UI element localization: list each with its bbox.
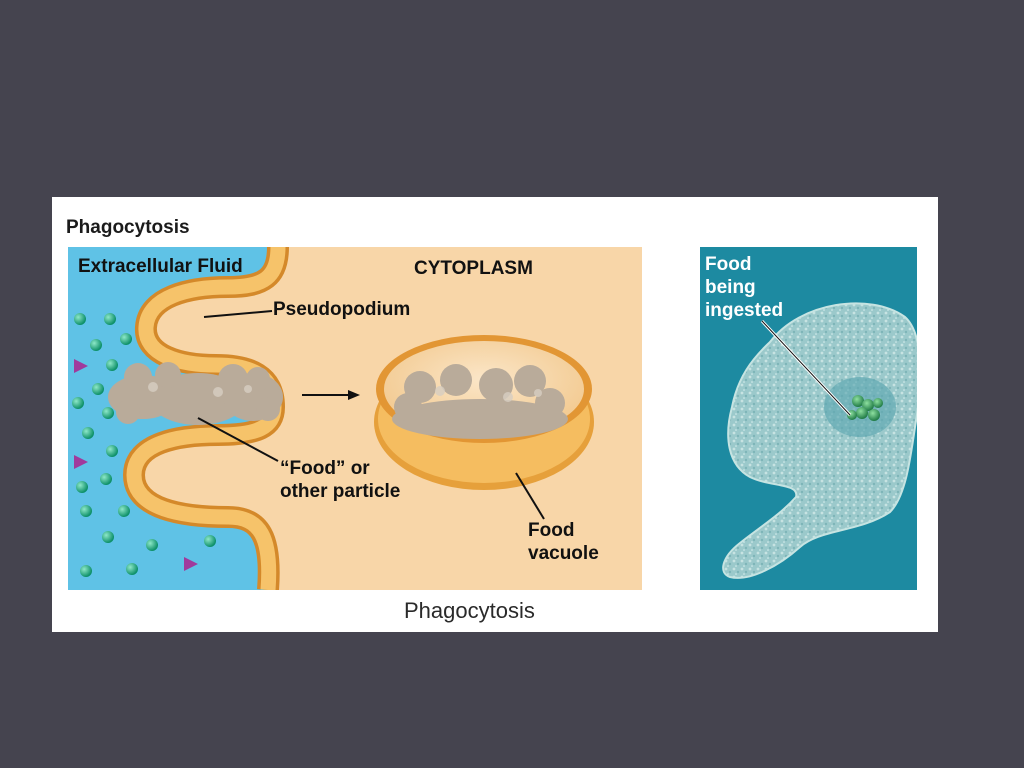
leader-lines <box>197 310 545 520</box>
pseudopodium-label: Pseudopodium <box>273 299 411 320</box>
food-vacuole-label-line2: vacuole <box>528 543 599 564</box>
figure-caption: Phagocytosis <box>404 598 535 623</box>
food-particle <box>108 362 283 425</box>
amoeba-cell <box>722 302 917 579</box>
photo-label-line3: ingested <box>705 300 784 321</box>
food-particle-label-line2: other particle <box>280 481 401 502</box>
purple-molecules <box>74 359 198 571</box>
figure-title: Phagocytosis <box>66 217 190 238</box>
photo-label-line1: Food <box>705 254 752 275</box>
photo-label-line2: being <box>705 277 756 298</box>
cytoplasm-label: CYTOPLASM <box>414 258 533 279</box>
green-molecules <box>72 313 216 577</box>
micrograph-drawing <box>700 247 917 590</box>
micrograph-photo: Food being ingested <box>700 247 917 590</box>
diagram-drawing <box>68 247 642 590</box>
process-arrow <box>302 390 360 400</box>
food-particle-label-line1: “Food” or <box>280 458 370 479</box>
ingestion-zone <box>824 377 896 437</box>
food-vacuole <box>374 335 594 490</box>
figure-panel: Phagocytosis <box>52 197 938 632</box>
extracellular-fluid-label: Extracellular Fluid <box>78 256 243 277</box>
photo-label: Food being ingested <box>705 253 783 322</box>
photo-pointer <box>760 319 852 417</box>
phagocytosis-diagram: Extracellular Fluid CYTOPLASM Pseudopodi… <box>68 247 642 590</box>
food-vacuole-label-line1: Food <box>528 520 575 541</box>
